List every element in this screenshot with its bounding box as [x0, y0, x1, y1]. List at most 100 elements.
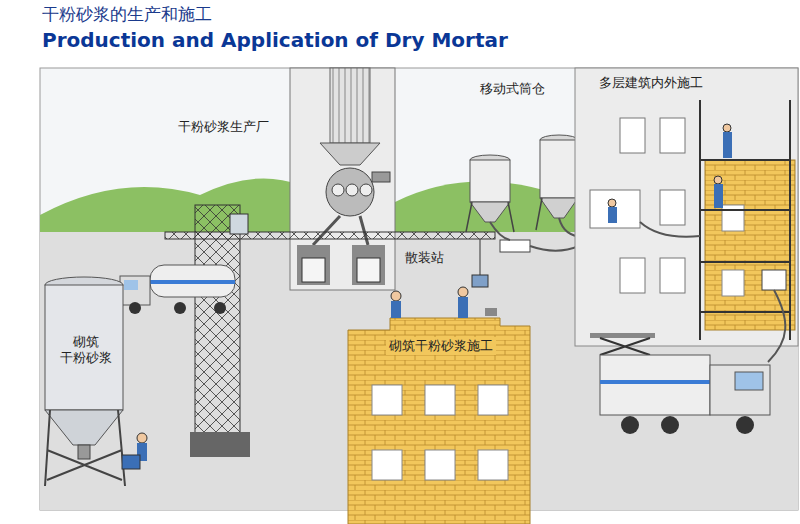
gantry-crane [472, 275, 488, 287]
multi-storey-building [714, 184, 723, 208]
mobile-silo [466, 135, 582, 252]
worker-figure [391, 287, 497, 318]
hose [768, 290, 785, 362]
multi-storey-building [723, 124, 731, 132]
plant-tower [346, 184, 358, 196]
hills [40, 178, 300, 235]
spray-truck [600, 355, 710, 415]
gantry-crane [195, 205, 240, 433]
multi-storey-building [620, 118, 645, 153]
station-label: 散装站 [403, 249, 446, 267]
plant-tower [302, 258, 325, 282]
gantry-crane [190, 432, 250, 457]
plant-tower [290, 68, 395, 290]
plant-tower [320, 143, 380, 165]
mobile-silo [466, 202, 514, 232]
plant-tower [297, 245, 330, 285]
tanker-truck [150, 265, 235, 297]
plant-tower [290, 68, 395, 290]
brick-building [425, 450, 455, 480]
worker-figure [391, 301, 401, 318]
masonry-silo [45, 410, 123, 445]
plant-tower [330, 68, 370, 143]
brick-building [478, 450, 508, 480]
plant-tower [313, 216, 368, 245]
multi-storey-building [700, 100, 790, 340]
multi-storey-building [608, 207, 617, 223]
multi-storey-building [762, 270, 786, 290]
multi-storey-building [590, 190, 640, 228]
node-text: 多层建筑内外施工 [596, 74, 706, 92]
tanker-truck [129, 302, 141, 314]
brick-building [348, 318, 530, 524]
multi-storey-building [575, 68, 798, 346]
mobile-silo [500, 240, 530, 252]
worker-figure [485, 308, 497, 316]
plant-tower [352, 245, 385, 285]
worker-figure [137, 433, 147, 443]
worker-figure [391, 291, 401, 301]
building-node: 多层建筑内外施工 [596, 73, 766, 95]
brick-building-node: 砌筑干粉砂浆施工 [366, 336, 516, 358]
node-text: 砌筑 干粉砂浆 [50, 333, 122, 368]
spray-truck [590, 333, 655, 338]
multi-storey-building [723, 132, 732, 158]
plant-tower [332, 184, 344, 196]
silo-node: 砌筑 干粉砂浆 [50, 333, 122, 373]
masonry-silo [78, 445, 90, 459]
hose [490, 222, 510, 240]
spray-truck [661, 416, 679, 434]
tanker-truck [150, 280, 235, 284]
plant-tower [372, 172, 390, 182]
multi-storey-building [660, 258, 685, 293]
worker-figure [458, 287, 468, 297]
masonry-silo [45, 285, 123, 410]
node-text: 砌筑干粉砂浆施工 [386, 337, 496, 355]
mobile-silo [470, 160, 510, 202]
brick-building [372, 385, 402, 415]
plant-tower [326, 168, 374, 216]
gantry-crane [230, 214, 248, 234]
hose [640, 222, 700, 237]
spray-truck [600, 338, 650, 355]
masonry-silo [45, 277, 125, 486]
plant-tower [357, 258, 380, 282]
spray-truck [590, 333, 770, 434]
subtitle: Production and Application of Dry Mortar [40, 27, 510, 53]
spray-truck [621, 416, 639, 434]
brick-building [425, 385, 455, 415]
multi-storey-building [608, 199, 616, 207]
spray-truck [710, 365, 770, 415]
brick-building [372, 450, 402, 480]
hose [640, 222, 785, 362]
brick-building [348, 318, 530, 524]
worker-figure [122, 455, 140, 469]
gantry-crane [480, 239, 481, 275]
mobile-silo [470, 202, 510, 222]
multi-storey-building [620, 258, 645, 293]
spray-truck [735, 372, 763, 390]
multi-storey-building [714, 176, 722, 184]
worker-figure [458, 297, 468, 318]
mobile-silo [540, 140, 578, 198]
brick-building [478, 385, 508, 415]
multi-storey-building [722, 270, 744, 296]
plant-label: 干粉砂浆生产厂 [176, 118, 271, 136]
tanker-truck [120, 265, 235, 314]
silo-label: 移动式筒仓 [478, 80, 547, 98]
tanker-truck [124, 280, 138, 290]
spray-truck [736, 416, 754, 434]
tanker-truck [174, 302, 186, 314]
title: 干粉砂浆的生产和施工 [40, 3, 214, 25]
masonry-silo [45, 410, 125, 486]
tanker-truck [120, 276, 150, 305]
tanker-truck [214, 302, 226, 314]
mobile-silo [540, 198, 578, 218]
spray-truck [600, 380, 710, 384]
multi-storey-building [660, 190, 685, 225]
worker-figure [122, 433, 147, 469]
plant-tower [360, 184, 372, 196]
